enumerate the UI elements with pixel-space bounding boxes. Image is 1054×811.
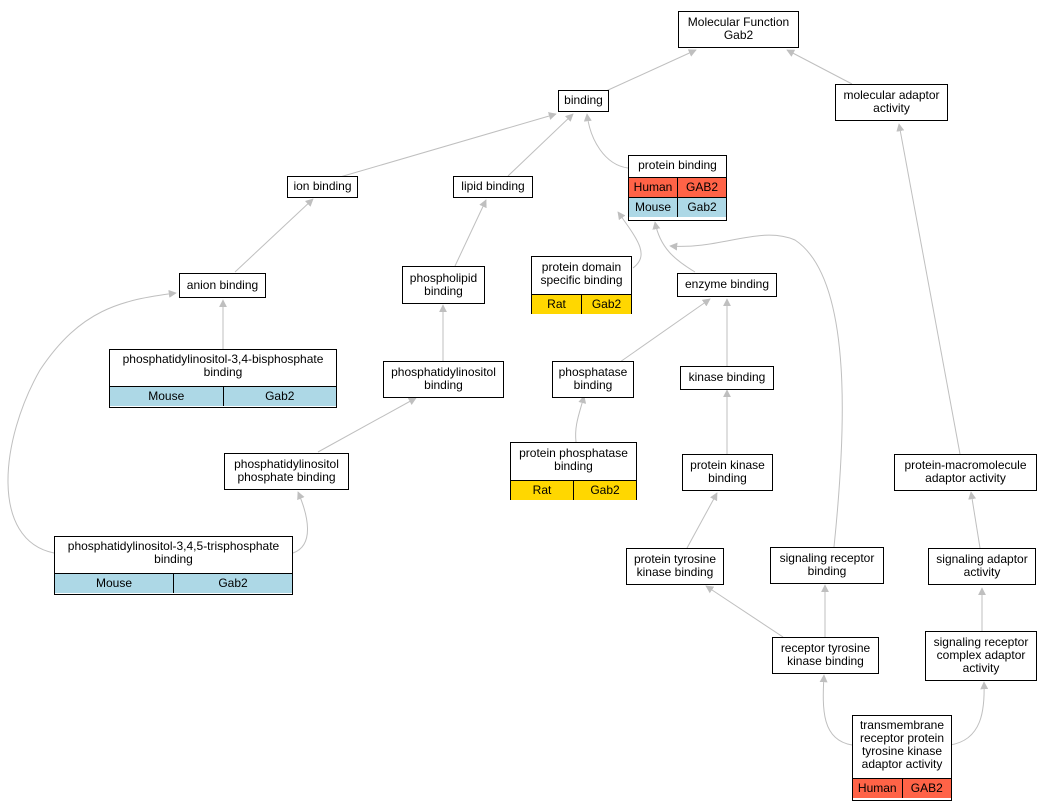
edge-sigrec-to-protein: [669, 234, 843, 548]
node-enzyme-binding[interactable]: enzyme binding: [677, 273, 777, 297]
node-pi34-bisphosphate-binding[interactable]: phosphatidylinositol-3,4-bisphosphate bi…: [109, 349, 337, 408]
species-cell: Rat: [532, 295, 581, 314]
node-label: protein-macromolecule adaptor activity: [904, 458, 1027, 485]
node-molecular-adaptor-activity[interactable]: molecular adaptor activity: [835, 84, 948, 121]
node-label: protein kinase binding: [690, 458, 765, 485]
node-label: protein tyrosine kinase binding: [633, 552, 717, 579]
node-phosphatidylinositol-binding[interactable]: phosphatidylinositol binding: [383, 361, 504, 398]
node-signaling-adaptor-activity[interactable]: signaling adaptor activity: [928, 548, 1036, 585]
node-label: kinase binding: [688, 370, 766, 384]
node-label: signaling adaptor activity: [936, 552, 1028, 579]
node-label: receptor tyrosine kinase binding: [780, 641, 871, 668]
node-transmembrane-rtk-adaptor[interactable]: transmembrane receptor protein tyrosine …: [852, 715, 952, 801]
gene-cell: Gab2: [173, 574, 292, 593]
node-label: Molecular Function Gab2: [687, 15, 790, 42]
edge-domain-to-protein: [617, 211, 642, 269]
node-label: molecular adaptor activity: [843, 88, 940, 115]
node-phosphatase-binding[interactable]: phosphatase binding: [552, 361, 634, 398]
gene-cell: GAB2: [677, 178, 726, 197]
node-label: protein binding: [638, 158, 717, 172]
edge-pi345-to-anion: [7, 289, 177, 554]
gene-cell: Gab2: [677, 198, 726, 217]
edge-ptk-to-pkinase: [686, 492, 718, 549]
node-kinase-binding[interactable]: kinase binding: [680, 366, 774, 390]
node-anion-binding[interactable]: anion binding: [179, 273, 266, 298]
species-cell: Mouse: [110, 387, 223, 406]
node-label: anion binding: [186, 278, 259, 292]
node-label: phosphatase binding: [558, 365, 628, 392]
node-label: protein domain specific binding: [540, 260, 623, 287]
node-phospholipid-binding[interactable]: phospholipid binding: [402, 266, 485, 304]
edge-enzyme-to-protein: [652, 221, 696, 273]
edge-tm-to-rtk: [819, 674, 853, 746]
node-label: signaling receptor binding: [779, 551, 875, 578]
edge-ion-to-binding: [339, 112, 557, 178]
node-label: signaling receptor complex adaptor activ…: [933, 635, 1029, 675]
gene-cell: Gab2: [222, 387, 336, 406]
edge-tm-to-sigcomplex: [949, 681, 989, 746]
edge-sigadapt-to-macro: [968, 491, 981, 549]
species-cell: Human: [853, 779, 902, 798]
species-cell: Mouse: [55, 574, 173, 593]
node-pi-phosphate-binding[interactable]: phosphatidylinositol phosphate binding: [224, 453, 349, 490]
node-ion-binding[interactable]: ion binding: [287, 176, 358, 198]
node-binding[interactable]: binding: [558, 90, 609, 112]
node-label: phosphatidylinositol phosphate binding: [234, 457, 339, 484]
edge-phospholipid-to-lipid: [454, 199, 487, 267]
edge-binding-to-molecular-function: [605, 49, 697, 92]
node-protein-tyrosine-kinase-binding[interactable]: protein tyrosine kinase binding: [626, 548, 724, 585]
edge-protein-to-binding: [583, 113, 629, 169]
edge-ppbinding-to-phosphatase: [575, 395, 587, 443]
node-label: ion binding: [293, 179, 352, 193]
edge-adaptor-to-molecular-function: [786, 49, 853, 85]
node-label: phosphatidylinositol binding: [391, 365, 496, 392]
node-label: enzyme binding: [684, 277, 770, 291]
node-signaling-receptor-binding[interactable]: signaling receptor binding: [770, 547, 884, 584]
node-signaling-receptor-complex-adaptor[interactable]: signaling receptor complex adaptor activ…: [925, 631, 1037, 681]
gene-cell: Gab2: [581, 295, 631, 314]
edge-pi345-to-pip: [292, 491, 308, 554]
node-protein-kinase-binding[interactable]: protein kinase binding: [682, 454, 773, 491]
edge-lipid-to-binding: [507, 113, 574, 177]
node-label: protein phosphatase binding: [519, 446, 628, 473]
edge-phosphatase-to-enzyme: [619, 298, 711, 363]
node-receptor-tyrosine-kinase-binding[interactable]: receptor tyrosine kinase binding: [772, 637, 879, 674]
edge-anion-to-ion: [234, 198, 314, 273]
node-molecular-function[interactable]: Molecular Function Gab2: [678, 11, 799, 48]
node-label: transmembrane receptor protein tyrosine …: [859, 718, 945, 771]
species-cell: Mouse: [629, 198, 677, 217]
edge-macro-to-adaptor: [896, 123, 961, 455]
node-label: binding: [564, 93, 603, 107]
node-label: phospholipid binding: [409, 271, 478, 298]
node-lipid-binding[interactable]: lipid binding: [453, 176, 533, 198]
edge-rtk-to-ptk: [705, 585, 784, 638]
node-label: phosphatidylinositol-3,4,5-trisphosphate…: [67, 539, 280, 566]
gene-cell: Gab2: [573, 481, 636, 500]
node-label: lipid binding: [461, 179, 525, 193]
edge-pip-to-pi: [317, 397, 417, 453]
node-pi345-trisphosphate-binding[interactable]: phosphatidylinositol-3,4,5-trisphosphate…: [54, 536, 293, 595]
gene-cell: GAB2: [901, 779, 951, 798]
node-label: phosphatidylinositol-3,4-bisphosphate bi…: [122, 352, 324, 379]
node-protein-macromolecule-adaptor[interactable]: protein-macromolecule adaptor activity: [894, 454, 1037, 491]
species-cell: Human: [629, 178, 677, 197]
species-cell: Rat: [511, 481, 573, 500]
